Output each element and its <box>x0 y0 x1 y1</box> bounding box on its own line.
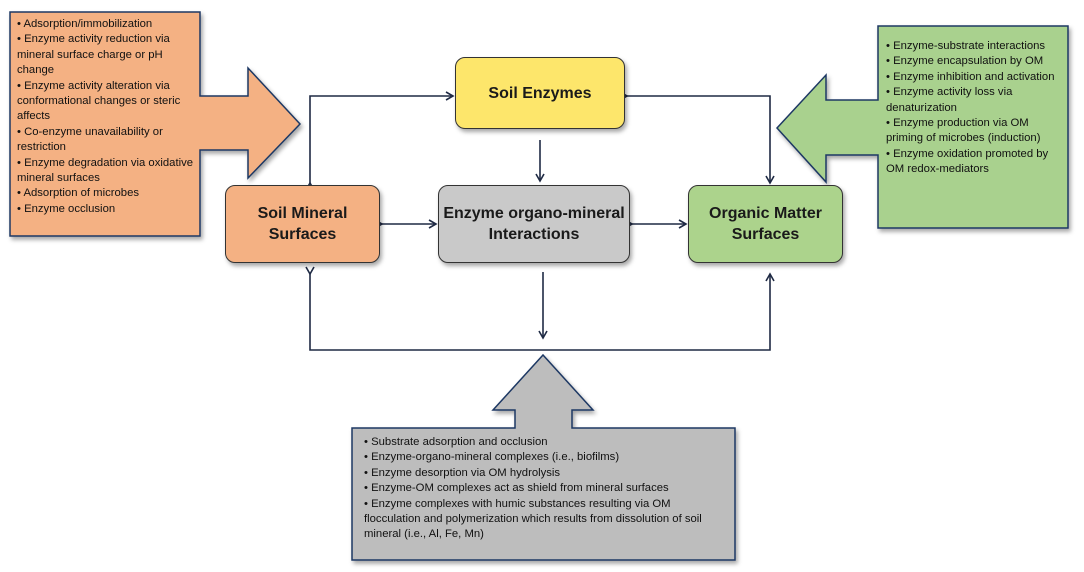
callout-item: • Enzyme complexes with humic substances… <box>364 497 702 541</box>
callout-item: • Adsorption/immobilization <box>17 18 153 30</box>
node-organic-matter-surfaces: Organic Matter Surfaces <box>688 185 843 263</box>
node-label: Enzyme organo-mineral <box>443 205 625 222</box>
callout-item: • Enzyme-organo-mineral complexes (i.e.,… <box>364 451 620 464</box>
node-label: Soil Enzymes <box>488 84 592 102</box>
callout-item: • Enzyme activity loss via denaturizatio… <box>886 86 1013 114</box>
connectors <box>305 91 775 351</box>
callout-item: • Enzyme-substrate interactions <box>886 40 1046 52</box>
enzyme-organic-connector <box>619 91 775 185</box>
callout-item: • Enzyme occlusion <box>17 202 116 215</box>
callout-item: • Enzyme desorption via OM hydrolysis <box>364 466 561 479</box>
node-soil-enzymes: Soil Enzymes <box>455 57 625 129</box>
callout-item: • Enzyme activity alteration via conform… <box>17 79 181 123</box>
mineral-callout-arrow <box>9 11 302 237</box>
node-label: Surfaces <box>731 226 800 243</box>
node-label: Interactions <box>488 226 580 243</box>
callout-item: • Adsorption of microbes <box>17 187 140 200</box>
callout-item: • Enzyme inhibition and activation <box>886 70 1055 83</box>
callout-item: • Substrate adsorption and occlusion <box>364 436 548 448</box>
organo-callout-arrow <box>351 353 736 561</box>
node-label: Soil Mineral <box>257 205 348 222</box>
callout-item: • Enzyme-OM complexes act as shield from… <box>364 482 669 495</box>
organo-callout-text: • Substrate adsorption and occlusion • E… <box>364 435 724 543</box>
node-label: Surfaces <box>268 226 337 243</box>
callout-item: • Co-enzyme unavailability or restrictio… <box>17 125 163 154</box>
callout-item: • Enzyme activity reduction via mineral … <box>17 33 170 77</box>
node-soil-mineral-surfaces: Soil Mineral Surfaces <box>225 185 380 263</box>
organic-callout-text: • Enzyme-substrate interactions • Enzyme… <box>886 39 1068 178</box>
mineral-callout-text: • Adsorption/immobilization • Enzyme act… <box>17 17 199 217</box>
mineral-enzyme-connector <box>305 91 455 191</box>
organic-callout-arrow <box>775 25 1069 229</box>
callout-item: • Enzyme oxidation promoted by OM redox-… <box>886 147 1049 176</box>
node-label: Organic Matter <box>709 205 822 222</box>
callout-item: • Enzyme production via OM priming of mi… <box>886 117 1041 145</box>
mineral-organic-loop <box>305 266 775 351</box>
callout-item: • Enzyme degradation via oxidative miner… <box>17 156 194 185</box>
node-organo-mineral-interactions: Enzyme organo-mineral Interactions <box>438 185 630 263</box>
callout-item: • Enzyme encapsulation by OM <box>886 55 1044 68</box>
